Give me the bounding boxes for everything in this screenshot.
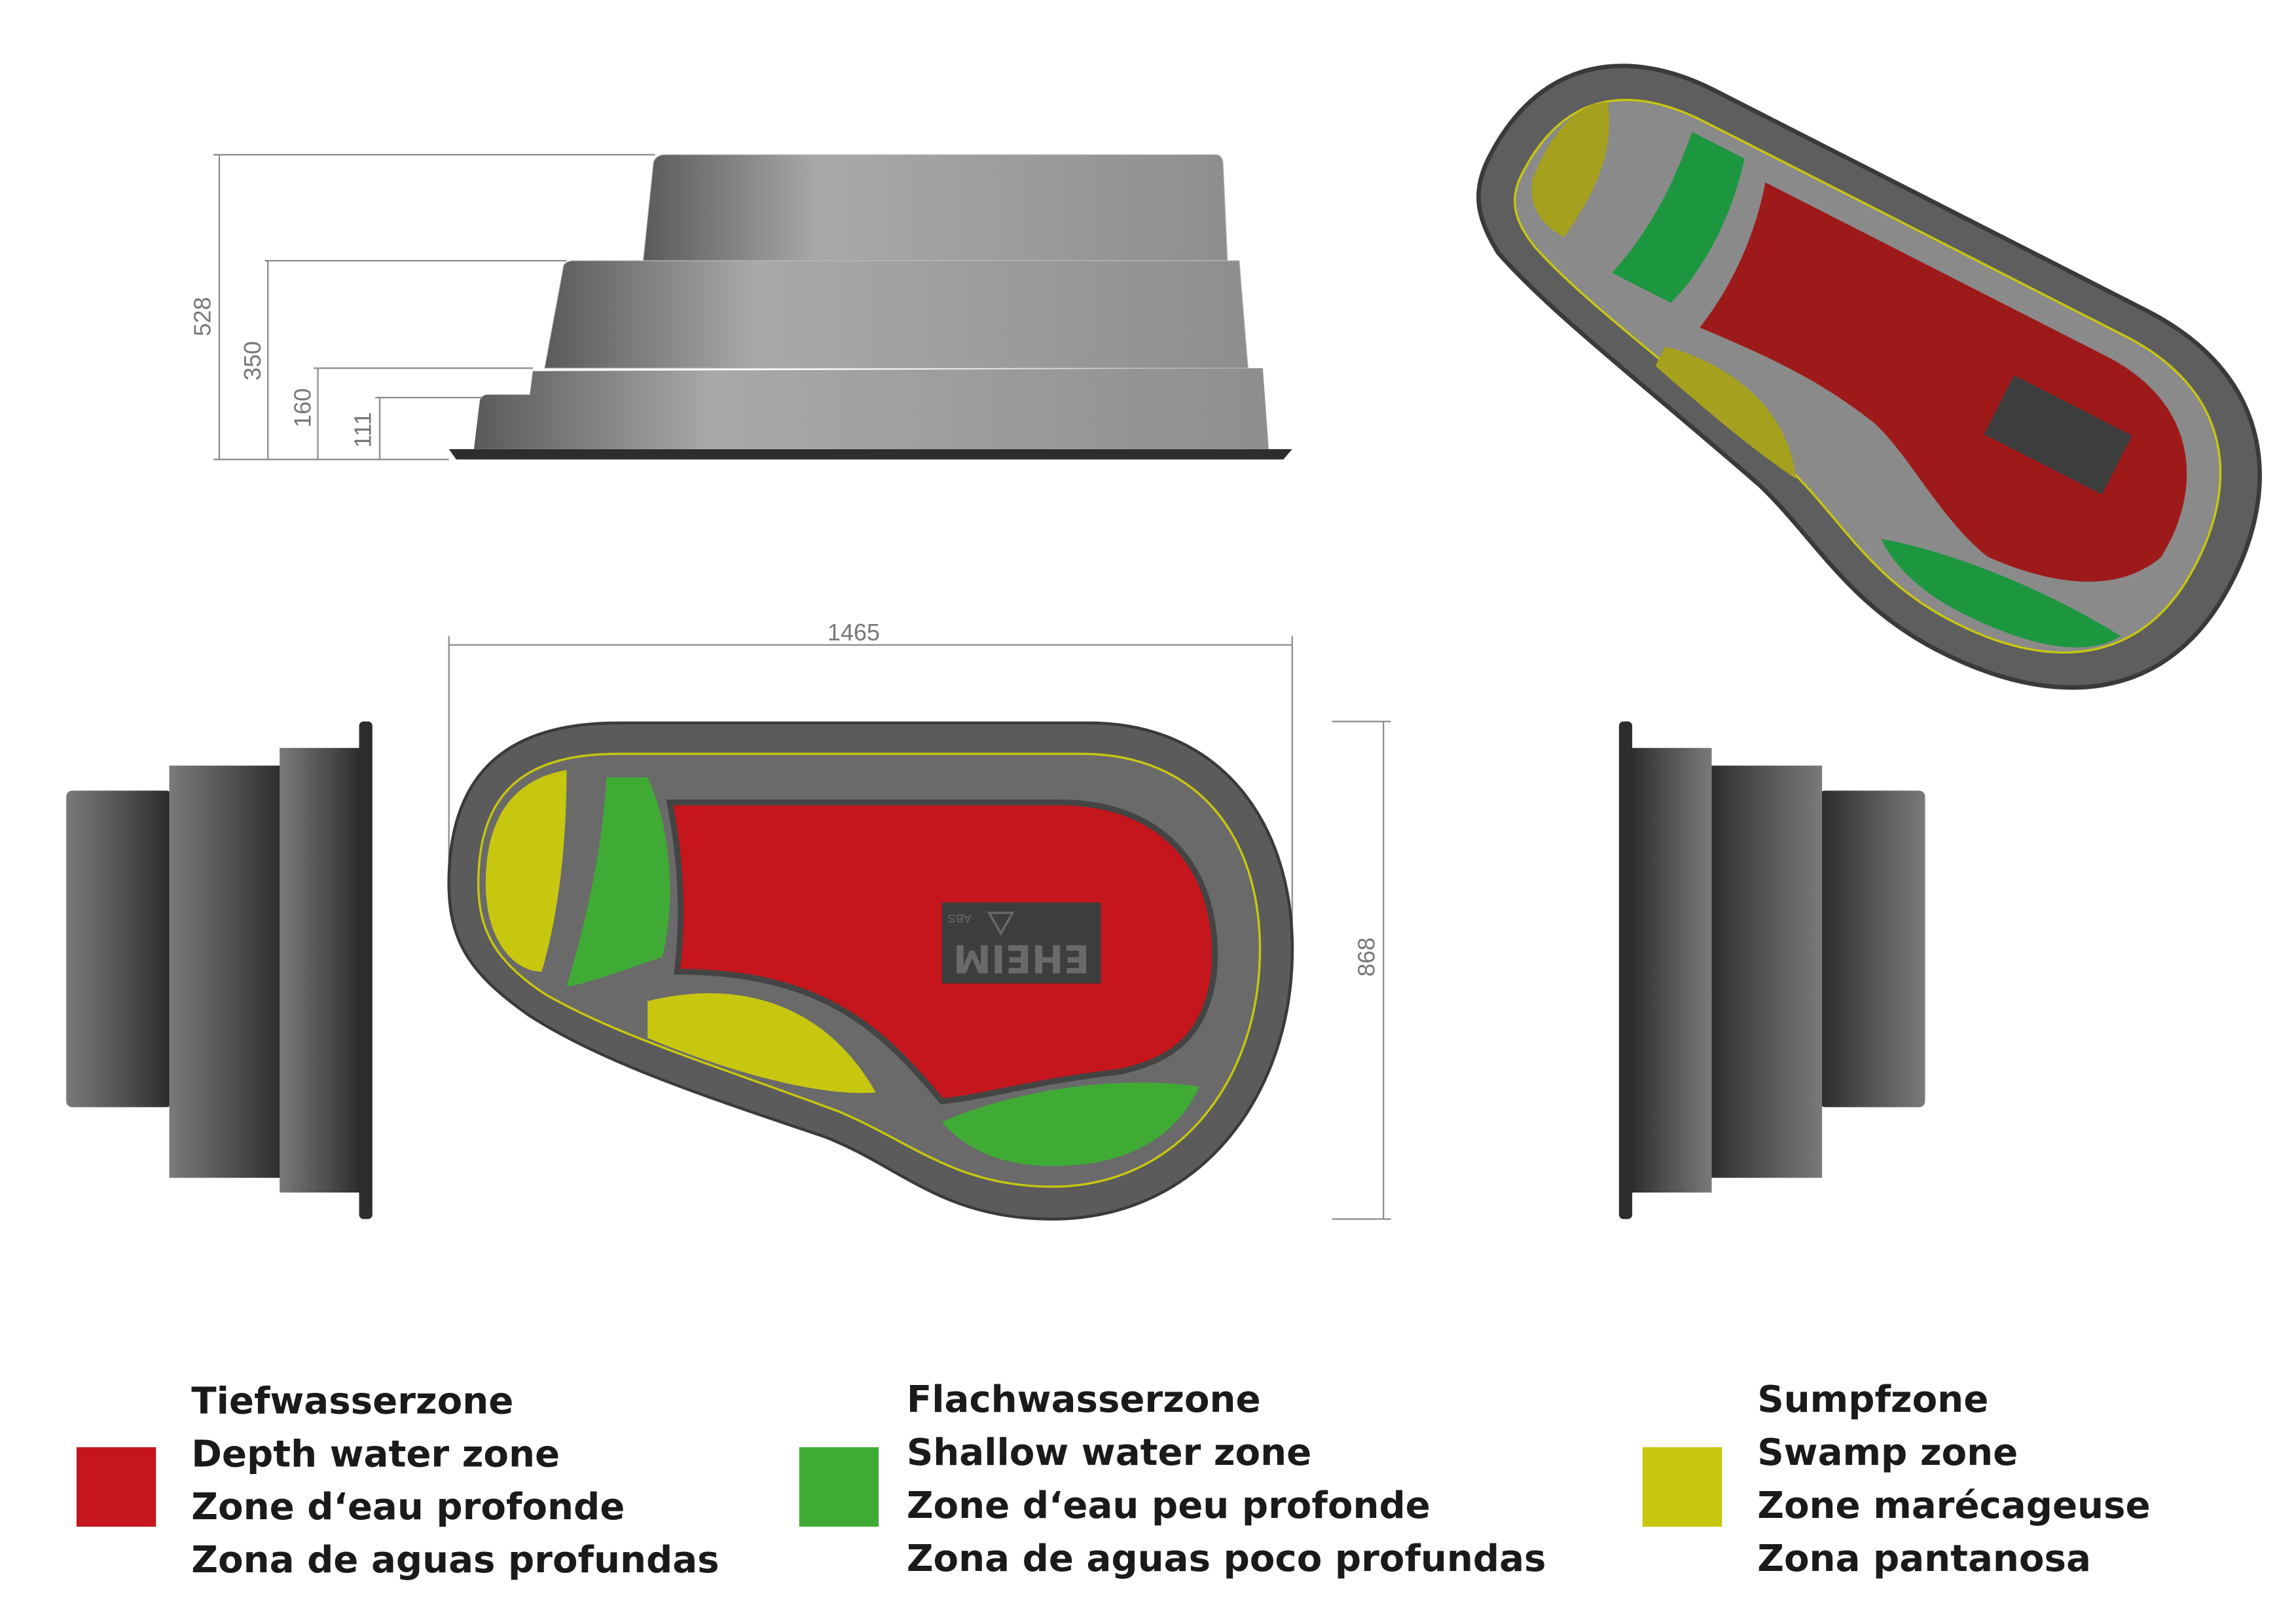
base-flange bbox=[448, 449, 1292, 460]
legend-label-fr: Zone marécageuse bbox=[1757, 1485, 2150, 1527]
abs-label: ABS bbox=[948, 912, 972, 925]
legend-label-fr: Zone d‘eau profonde bbox=[191, 1486, 625, 1528]
dimension-350: 350 bbox=[239, 341, 266, 380]
legend-swatch-shallow bbox=[799, 1447, 879, 1527]
legend-depth-zone: Tiefwasserzone Depth water zone Zone d‘e… bbox=[76, 1380, 720, 1581]
legend: Tiefwasserzone Depth water zone Zone d‘e… bbox=[76, 1378, 2151, 1581]
swamp-zone-left bbox=[485, 769, 567, 972]
dimension-160: 160 bbox=[289, 388, 316, 428]
legend-swamp-zone: Sumpfzone Swamp zone Zone marécageuse Zo… bbox=[1642, 1378, 2151, 1580]
swamp-zone-bottom bbox=[647, 993, 876, 1094]
shallow-zone-bottom bbox=[941, 1082, 1200, 1166]
dimension-528: 528 bbox=[189, 297, 215, 337]
eheim-logo-plate bbox=[941, 902, 1101, 984]
right-end-view bbox=[1618, 721, 1925, 1219]
side-view: 528 350 160 111 bbox=[189, 154, 1292, 460]
shallow-zone-left bbox=[566, 777, 670, 987]
legend-label-fr: Zone d‘eau peu profonde bbox=[907, 1485, 1430, 1527]
legend-label-es: Zona de aguas poco profundas bbox=[907, 1538, 1546, 1580]
dimension-868: 868 bbox=[1353, 937, 1380, 976]
top-view: 1465 868 EHEIM ABS bbox=[447, 619, 1391, 1221]
legend-label-de: Flachwasserzone bbox=[907, 1378, 1261, 1421]
tier-middle bbox=[544, 260, 1248, 369]
legend-label-de: Sumpfzone bbox=[1757, 1378, 1988, 1421]
legend-label-de: Tiefwasserzone bbox=[191, 1380, 513, 1422]
legend-swatch-swamp bbox=[1642, 1447, 1722, 1527]
legend-label-en: Shallow water zone bbox=[907, 1431, 1311, 1474]
legend-label-es: Zona pantanosa bbox=[1757, 1538, 2091, 1580]
legend-label-en: Depth water zone bbox=[191, 1433, 560, 1475]
legend-label-en: Swamp zone bbox=[1757, 1431, 2018, 1474]
legend-label-es: Zona de aguas profundas bbox=[191, 1539, 719, 1581]
left-end-view bbox=[66, 721, 373, 1219]
tier-bottom bbox=[473, 368, 1269, 449]
dimension-111: 111 bbox=[350, 412, 376, 448]
legend-shallow-zone: Flachwasserzone Shallow water zone Zone … bbox=[799, 1378, 1546, 1580]
height-dimensions: 528 350 160 111 bbox=[189, 154, 655, 460]
tier-top bbox=[642, 154, 1228, 261]
perspective-view bbox=[1476, 64, 2262, 690]
eheim-logo-text: EHEIM bbox=[953, 936, 1090, 980]
recycling-icon bbox=[987, 912, 1015, 936]
legend-swatch-depth bbox=[76, 1447, 156, 1527]
dimension-1465: 1465 bbox=[828, 619, 880, 646]
